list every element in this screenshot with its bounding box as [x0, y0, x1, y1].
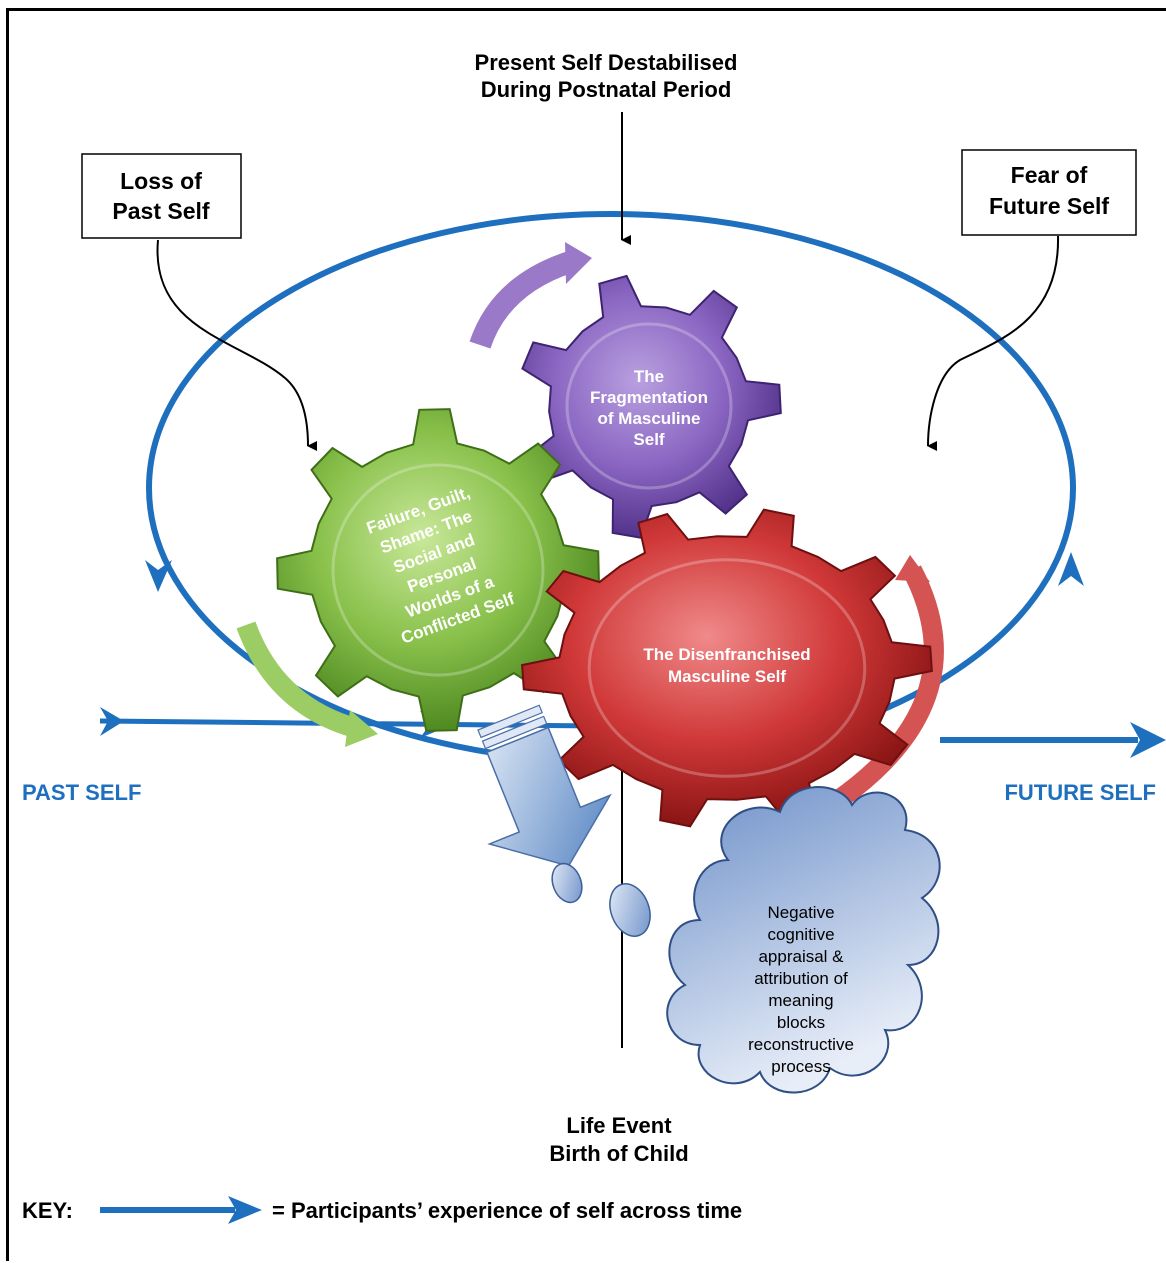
green-rotation-arrow	[236, 621, 358, 738]
gear-red-rim	[587, 558, 867, 778]
purple-rotation-arrow	[469, 251, 574, 349]
gear-red-body	[521, 508, 933, 828]
fear-future-self-arrow	[927, 235, 1060, 452]
past-self-label: PAST SELF	[22, 780, 141, 805]
failure-guilt-shame-gear	[276, 408, 600, 732]
top-label-line1: Present Self Destabilised	[475, 50, 738, 75]
green-rotation-arrowhead	[345, 710, 378, 747]
cloud-line1: Negative	[767, 903, 834, 922]
key-arrowhead	[228, 1196, 262, 1224]
loss-past-self-arrow	[156, 239, 318, 451]
gear-green-rim	[331, 463, 545, 677]
cloud-line4: attribution of	[754, 969, 848, 988]
gear-purple-rim	[565, 322, 733, 490]
top-label-line2: During Postnatal Period	[481, 77, 732, 102]
fear-future-self-line1: Fear of	[1011, 162, 1088, 188]
purple-gear-line3: of Masculine	[598, 409, 701, 428]
ellipse-arrowhead-up	[1058, 552, 1084, 586]
loss-past-self-line1: Loss of	[120, 168, 202, 194]
key-label: KEY:	[22, 1198, 73, 1223]
thought-bubble-small	[551, 862, 583, 904]
cloud-line2: cognitive	[767, 925, 834, 944]
gear-green-body	[276, 408, 600, 732]
key-text: = Participants’ experience of self acros…	[272, 1198, 742, 1223]
purple-gear-line1: The	[634, 367, 664, 386]
life-event-line2: Birth of Child	[549, 1141, 688, 1166]
thought-bubble-medium	[609, 883, 651, 937]
red-gear-line1: The Disenfranchised	[643, 645, 810, 664]
timeline-future-arrowhead	[1130, 722, 1166, 758]
diagram-frame	[6, 8, 1166, 1261]
cloud-line8: process	[771, 1057, 831, 1076]
purple-rotation-arrowhead	[565, 242, 592, 284]
cloud-shape	[666, 786, 941, 1094]
fear-future-self-line2: Future Self	[989, 193, 1109, 219]
loss-past-self-line2: Past Self	[112, 198, 209, 224]
purple-gear-line4: Self	[633, 430, 665, 449]
cloud-line3: appraisal &	[758, 947, 844, 966]
disenfranchised-gear	[521, 508, 933, 828]
cloud-line6: blocks	[777, 1013, 825, 1032]
fragmentation-gear	[521, 274, 782, 539]
cloud-line5: meaning	[768, 991, 833, 1010]
cloud-line7: reconstructive	[748, 1035, 854, 1054]
ellipse-arrowhead-down	[145, 560, 172, 592]
purple-gear-line2: Fragmentation	[590, 388, 708, 407]
loss-past-self-box	[81, 153, 242, 239]
life-event-line1: Life Event	[566, 1113, 672, 1138]
timeline-tail-icon	[100, 707, 124, 736]
gear-purple-body	[521, 274, 782, 539]
red-gear-line2: Masculine Self	[668, 667, 786, 686]
fear-future-self-box	[961, 149, 1137, 236]
top-label: Present Self Destabilised During Postnat…	[475, 50, 738, 102]
future-self-label: FUTURE SELF	[1004, 780, 1156, 805]
block-arrow	[477, 704, 612, 867]
red-rotation-arrowhead	[895, 555, 930, 582]
